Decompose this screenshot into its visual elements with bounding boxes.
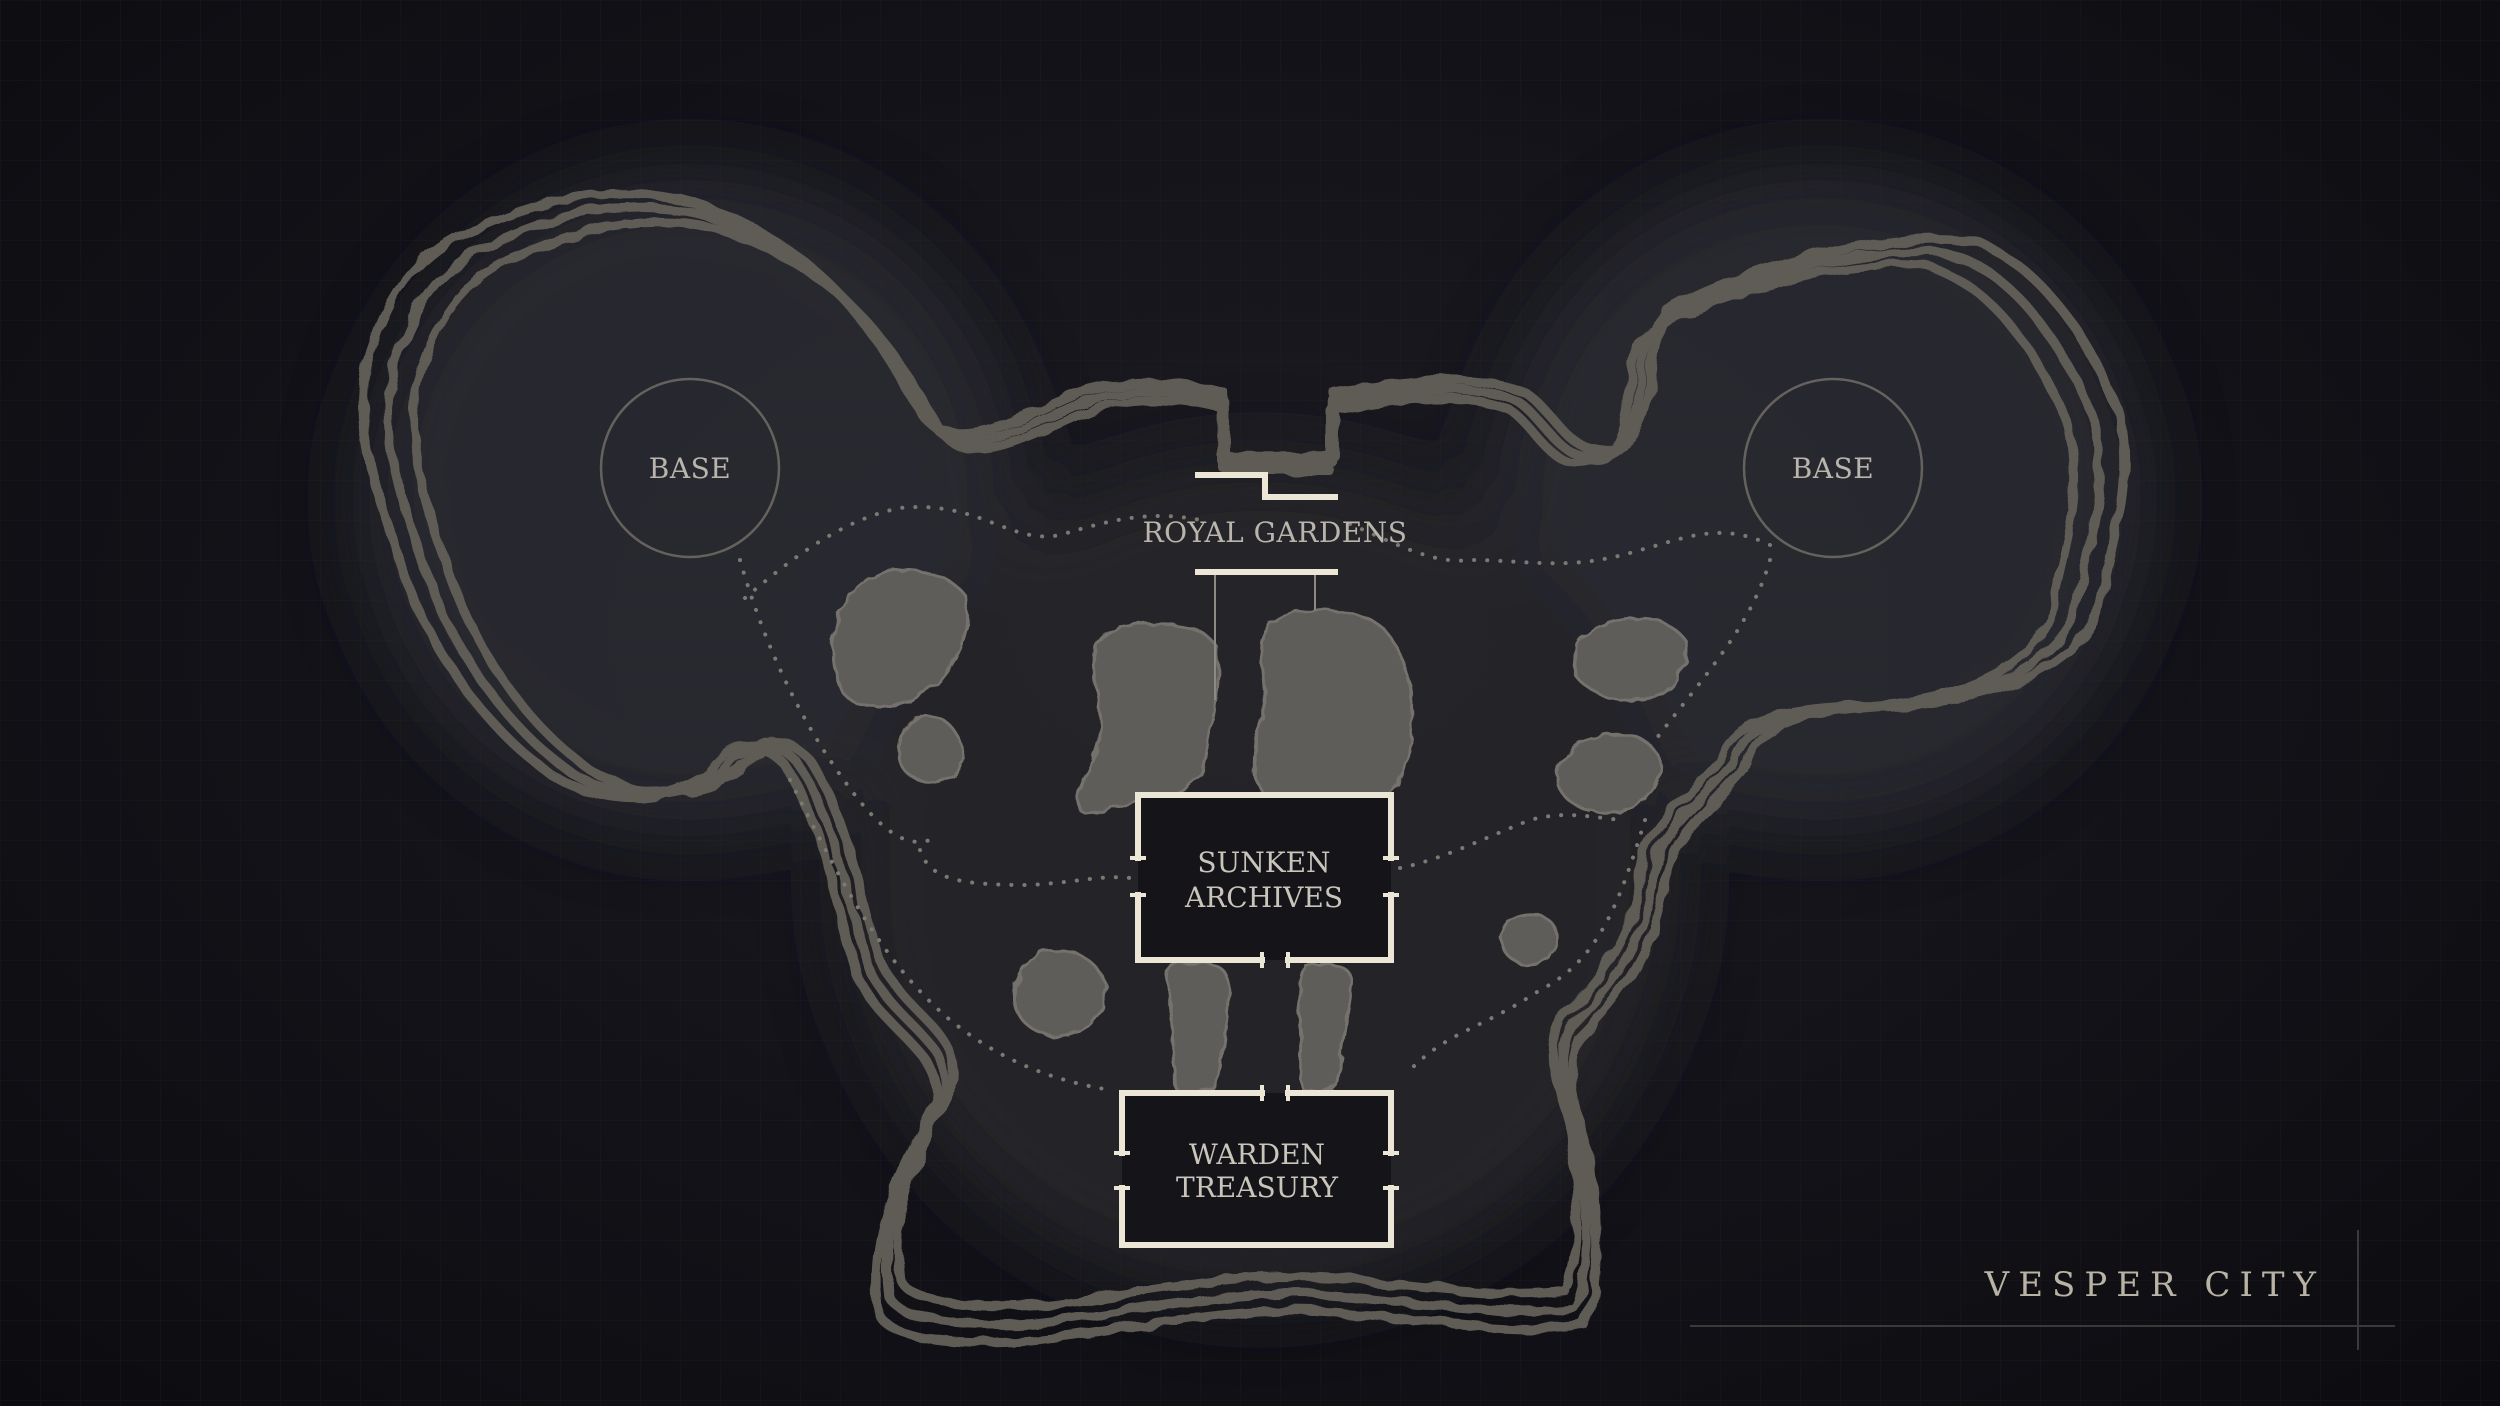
sunken-archives-wall-top [1135, 792, 1394, 861]
warden-treasury-wall-top-right [1285, 1090, 1394, 1156]
base-right-label: BASE [1792, 452, 1874, 485]
pillar-left [1166, 961, 1230, 1095]
sunken-archives-label-line1: SUNKEN [1197, 846, 1330, 879]
zone-sunken-archives[interactable]: SUNKEN ARCHIVES [1130, 792, 1399, 968]
rock-left-small [897, 715, 964, 784]
route-right-outer [1583, 558, 1772, 812]
base-right[interactable]: BASE [1742, 377, 1924, 559]
rock-center-right [1251, 607, 1414, 804]
base-left-label: BASE [649, 452, 731, 485]
rock-right-small [1500, 913, 1560, 967]
sunken-archives-label-line2: ARCHIVES [1184, 881, 1343, 914]
base-left[interactable]: BASE [599, 377, 781, 559]
sunken-archives-wall-left-lower [1135, 892, 1265, 963]
rock-right-middle [1556, 732, 1662, 815]
route-right-upper [1338, 518, 1772, 566]
royal-gardens-label: ROYAL GARDENS [1143, 516, 1408, 549]
rock-formations [831, 568, 1688, 1095]
warden-treasury-label-line2: TREASURY [1176, 1171, 1338, 1204]
warden-treasury-wall-top-left [1119, 1090, 1265, 1156]
base-right-ring [1742, 377, 1924, 559]
map-title: VESPER CITY [1984, 1265, 2325, 1305]
map-boundary [363, 193, 2124, 1342]
royal-gardens-top-wall [1195, 472, 1338, 500]
dotted-routes [738, 505, 1772, 1092]
route-right-lower [1398, 813, 1622, 870]
rock-left-lower [1012, 948, 1107, 1037]
pillar-right [1297, 962, 1354, 1095]
zone-royal-gardens[interactable]: ROYAL GARDENS [1143, 472, 1408, 700]
route-left-to-treasury [788, 778, 1112, 1092]
sunken-archives-wall-right-lower [1285, 892, 1394, 963]
rock-right-upper [1571, 616, 1688, 702]
route-left-outer [738, 558, 932, 844]
warden-treasury-floor [1122, 1093, 1391, 1248]
map-title-block: VESPER CITY [1690, 1230, 2395, 1350]
sunken-archives-floor [1138, 795, 1391, 960]
warden-treasury-label-line1: WARDEN [1189, 1138, 1325, 1171]
zone-warden-treasury[interactable]: WARDEN TREASURY [1114, 1085, 1399, 1248]
rock-left-large [831, 568, 970, 708]
route-left-lower [918, 848, 1132, 888]
route-right-to-treasury [1408, 818, 1647, 1072]
warden-treasury-wall-bottom [1119, 1185, 1394, 1248]
base-left-ring [599, 377, 781, 559]
